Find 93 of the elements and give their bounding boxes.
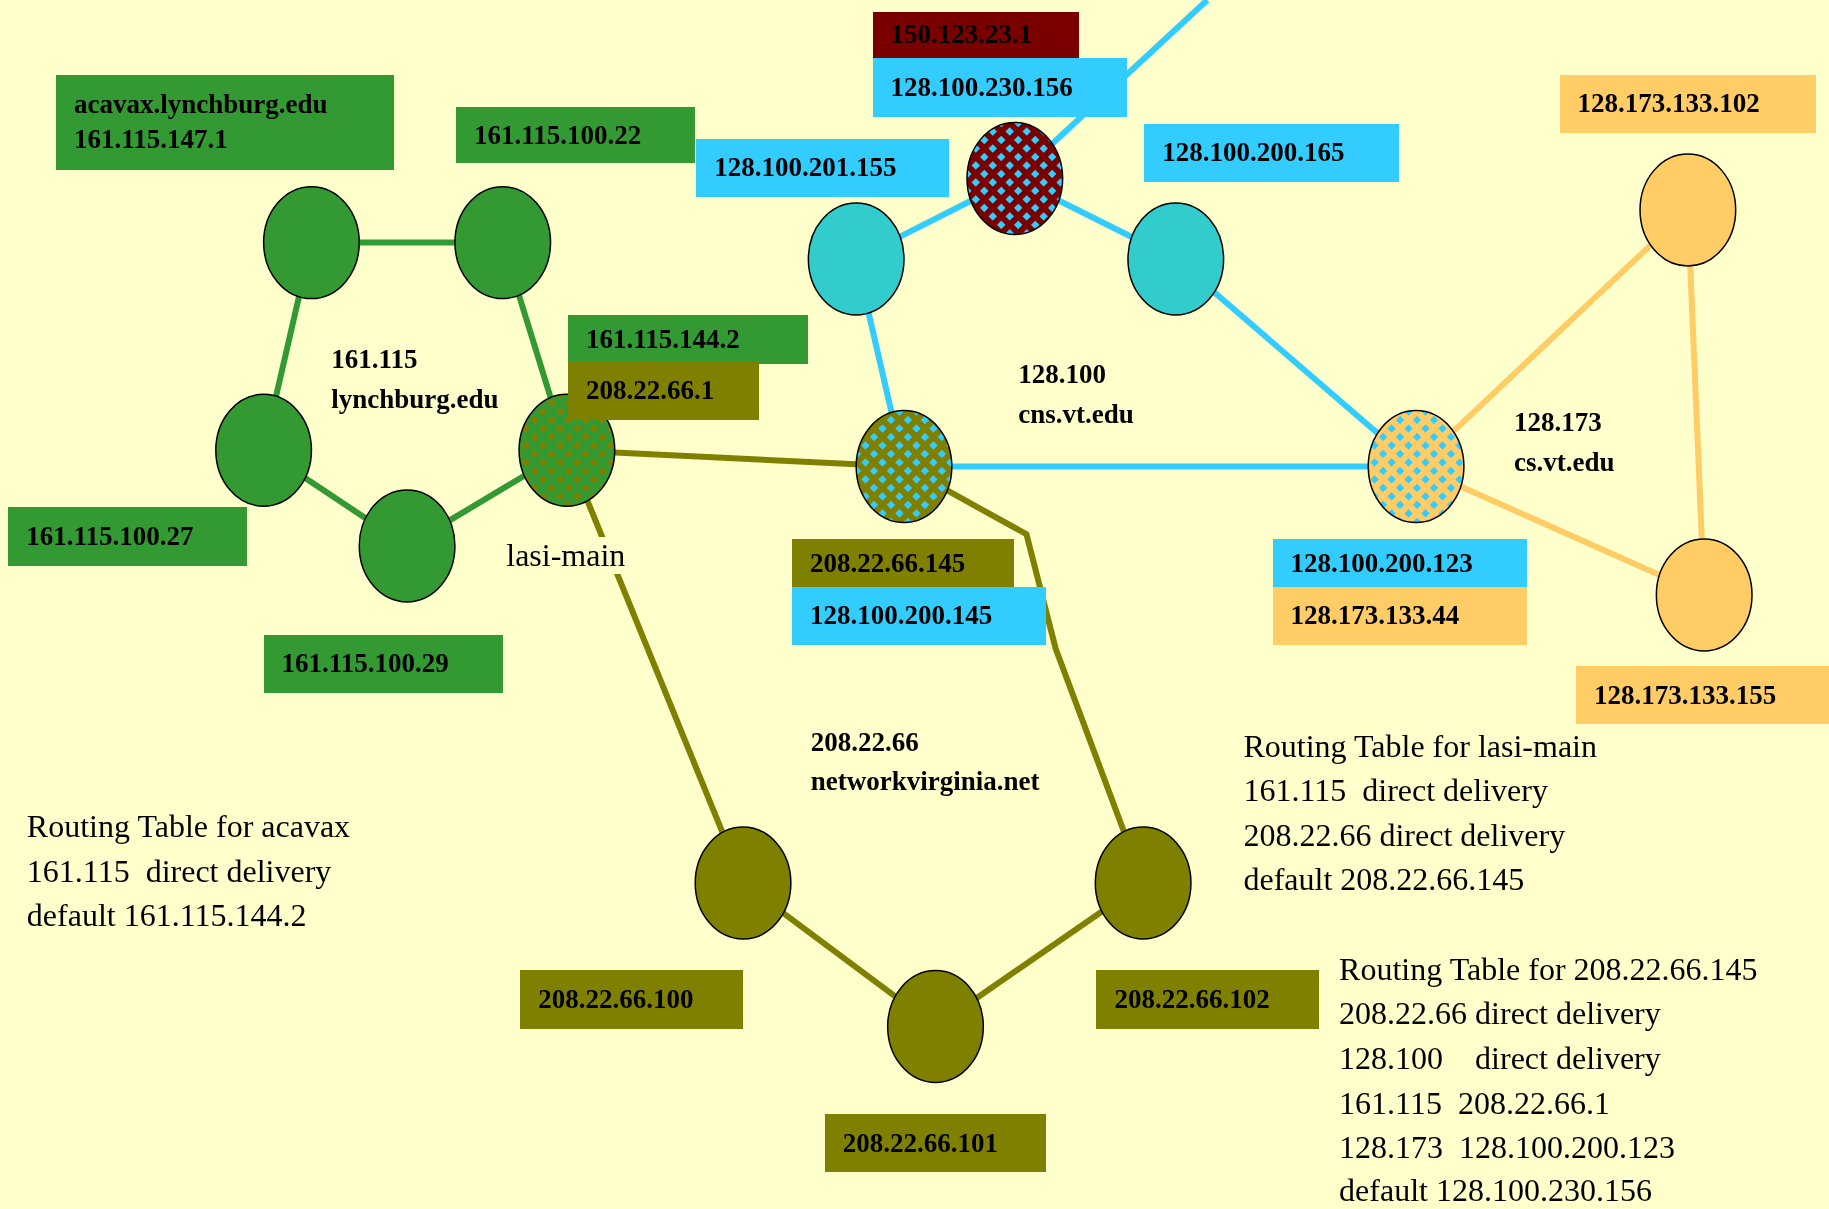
router-node bbox=[1367, 409, 1465, 524]
host-node bbox=[1655, 538, 1753, 652]
address-tag bbox=[696, 138, 950, 198]
network-link bbox=[584, 499, 726, 834]
routing-table-line: 161.115 direct delivery bbox=[1243, 772, 1548, 810]
network-label: 208.22.66 bbox=[810, 726, 919, 758]
address-tag bbox=[520, 970, 743, 1029]
address-text: 128.100.201.155 bbox=[714, 151, 898, 185]
host-node bbox=[215, 393, 313, 507]
address-tag bbox=[1096, 970, 1320, 1029]
routing-table-line: Routing Table for acavax bbox=[26, 808, 351, 846]
address-text: 128.100.200.145 bbox=[810, 599, 994, 633]
address-text: 128.100.200.165 bbox=[1162, 136, 1346, 170]
network-link bbox=[945, 487, 1127, 833]
address-text: 208.22.66.100 bbox=[538, 983, 695, 1017]
routing-table-line: Routing Table for lasi-main bbox=[1243, 727, 1597, 765]
routing-table-line: 208.22.66 direct delivery bbox=[1243, 816, 1566, 854]
address-tag bbox=[1272, 538, 1527, 588]
host-node bbox=[1094, 826, 1192, 940]
network-label: 128.100 bbox=[1018, 359, 1107, 391]
host-node bbox=[1127, 202, 1225, 316]
address-text: 150.123.23.1 bbox=[890, 18, 1034, 52]
host-node bbox=[1639, 153, 1737, 267]
network-label: lynchburg.edu bbox=[331, 383, 499, 415]
host-node bbox=[358, 489, 456, 603]
address-tag bbox=[1575, 666, 1829, 725]
network-link bbox=[516, 294, 554, 399]
network-link bbox=[1212, 289, 1380, 436]
host-node bbox=[807, 202, 905, 316]
network-label: 128.173 bbox=[1514, 407, 1602, 439]
host-node bbox=[262, 185, 360, 300]
network-label: networkvirginia.net bbox=[810, 766, 1040, 798]
routing-table-line: 208.22.66 direct delivery bbox=[1339, 995, 1661, 1032]
address-tag bbox=[568, 314, 809, 364]
address-text: 128.100.200.123 bbox=[1290, 546, 1474, 580]
address-text: 128.173.133.44 bbox=[1290, 599, 1461, 633]
network-label: 161.115 bbox=[331, 344, 418, 376]
address-tag bbox=[872, 11, 1079, 59]
network-link bbox=[781, 910, 897, 999]
router-node bbox=[966, 121, 1064, 236]
routing-table-line: 128.100 direct delivery bbox=[1339, 1040, 1661, 1078]
network-label: cs.vt.edu bbox=[1514, 446, 1615, 478]
address-tag bbox=[568, 361, 760, 420]
network-link bbox=[865, 312, 895, 414]
address-text: acavax.lynchburg.edu bbox=[74, 88, 329, 122]
address-text: 161.115.100.22 bbox=[474, 118, 643, 152]
address-text: 161.115.100.29 bbox=[281, 647, 450, 681]
network-label: cns.vt.edu bbox=[1018, 398, 1134, 430]
routing-table-line: Routing Table for 208.22.66.145 bbox=[1339, 950, 1758, 988]
routing-table-line: 161.115 direct delivery bbox=[26, 852, 332, 890]
address-text: 161.115.147.1 bbox=[74, 123, 229, 157]
host-node bbox=[886, 969, 985, 1084]
routing-table-line: default 128.100.230.156 bbox=[1339, 1172, 1652, 1209]
network-link bbox=[448, 473, 526, 523]
network-link bbox=[951, 463, 1369, 470]
address-text: 208.22.66.145 bbox=[810, 546, 967, 580]
network-link bbox=[273, 296, 302, 397]
address-text: 208.22.66.102 bbox=[1114, 983, 1271, 1017]
host-node bbox=[694, 826, 792, 940]
address-tag bbox=[792, 538, 1014, 588]
address-text: 128.100.230.156 bbox=[890, 70, 1074, 104]
address-text: 128.173.133.102 bbox=[1577, 87, 1761, 121]
address-text: 161.115.144.2 bbox=[586, 322, 741, 356]
network-link bbox=[898, 198, 973, 240]
routing-table-line: default 208.22.66.145 bbox=[1243, 860, 1525, 898]
routing-table-line: 161.115 208.22.66.1 bbox=[1339, 1084, 1610, 1122]
address-text: 161.115.100.27 bbox=[26, 520, 195, 553]
router-name: lasi-main bbox=[506, 536, 626, 574]
address-tag bbox=[263, 634, 503, 693]
network-link bbox=[303, 475, 368, 521]
address-text: 208.22.66.101 bbox=[842, 1126, 999, 1160]
network-link bbox=[614, 449, 857, 468]
routing-table-line: default 161.115.144.2 bbox=[26, 897, 307, 934]
network-link bbox=[359, 239, 455, 246]
router-node bbox=[855, 409, 953, 524]
address-tag bbox=[1559, 74, 1817, 133]
address-tag bbox=[8, 507, 248, 566]
address-tag bbox=[872, 58, 1127, 117]
host-node bbox=[454, 185, 552, 300]
network-link bbox=[1057, 197, 1134, 240]
network-link bbox=[1687, 265, 1705, 540]
address-tag bbox=[1272, 586, 1527, 646]
network-link bbox=[1451, 242, 1653, 434]
routing-table-line: 128.173 128.100.200.123 bbox=[1339, 1129, 1676, 1167]
address-tag bbox=[824, 1113, 1047, 1173]
network-link bbox=[1459, 483, 1661, 578]
address-tag bbox=[1144, 123, 1399, 182]
network-link bbox=[974, 909, 1104, 1001]
address-text: 128.173.133.155 bbox=[1593, 678, 1778, 712]
address-text: 208.22.66.1 bbox=[586, 374, 716, 408]
address-tag bbox=[792, 586, 1047, 646]
address-tag bbox=[56, 74, 395, 171]
address-tag bbox=[456, 107, 696, 164]
